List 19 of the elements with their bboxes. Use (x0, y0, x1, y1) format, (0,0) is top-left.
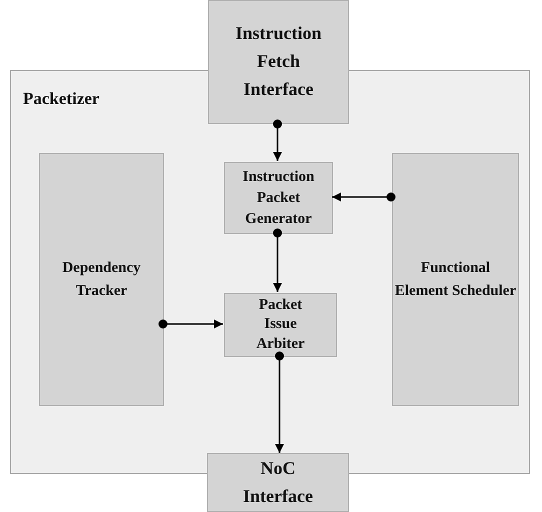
box-label: Instruction Packet Generator (242, 168, 316, 228)
arrow (275, 352, 284, 453)
process-box (208, 0, 349, 124)
process-box (224, 293, 337, 357)
group-title: Packetizer (23, 89, 100, 110)
arrow (158, 320, 223, 328)
process-box (207, 453, 349, 512)
process-box (39, 153, 164, 406)
box-label: Functional Element Scheduler (394, 259, 518, 300)
container-box (10, 70, 530, 474)
arrow (273, 228, 282, 292)
arrow (332, 192, 396, 202)
process-box (224, 162, 333, 234)
process-box (392, 153, 519, 406)
arrow (273, 120, 282, 161)
box-label: Instruction Fetch Interface (234, 22, 322, 101)
box-label: Dependency Tracker (61, 259, 142, 300)
box-label: NoC Interface (242, 456, 314, 508)
box-label: Packet Issue Arbiter (255, 296, 306, 354)
